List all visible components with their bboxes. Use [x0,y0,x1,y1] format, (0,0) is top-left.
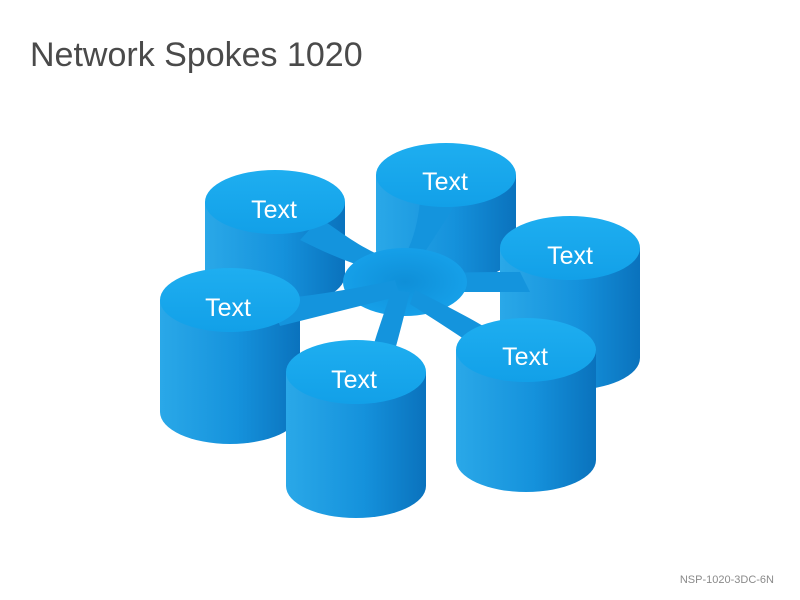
spoke-top-label: Text [422,168,468,196]
spoke-bottom-side [286,372,426,518]
spoke-bottom-right-label: Text [502,343,548,371]
spoke-left-label: Text [205,294,251,322]
spoke-left-arm [270,280,400,326]
spoke-bottom-right: Text [410,290,596,492]
spoke-top-top [376,143,516,207]
spoke-top-left-top [205,170,345,234]
spoke-left: Text [160,268,400,444]
spoke-left-top [160,268,300,332]
spoke-bottom-arm [372,290,410,350]
spoke-right-top [500,216,640,280]
spoke-bottom-right-top [456,318,596,382]
spoke-top-left-label: Text [251,196,297,224]
spoke-bottom: Text [286,290,426,518]
spoke-left-side [160,300,300,444]
slide-title: Network Spokes 1020 [30,36,363,74]
spoke-bottom-top [286,340,426,404]
slide-code: NSP-1020-3DC-6N [679,574,774,586]
spoke-bottom-label: Text [331,366,377,394]
spoke-right-label: Text [547,242,593,270]
spoke-bottom-right-side [456,350,596,492]
